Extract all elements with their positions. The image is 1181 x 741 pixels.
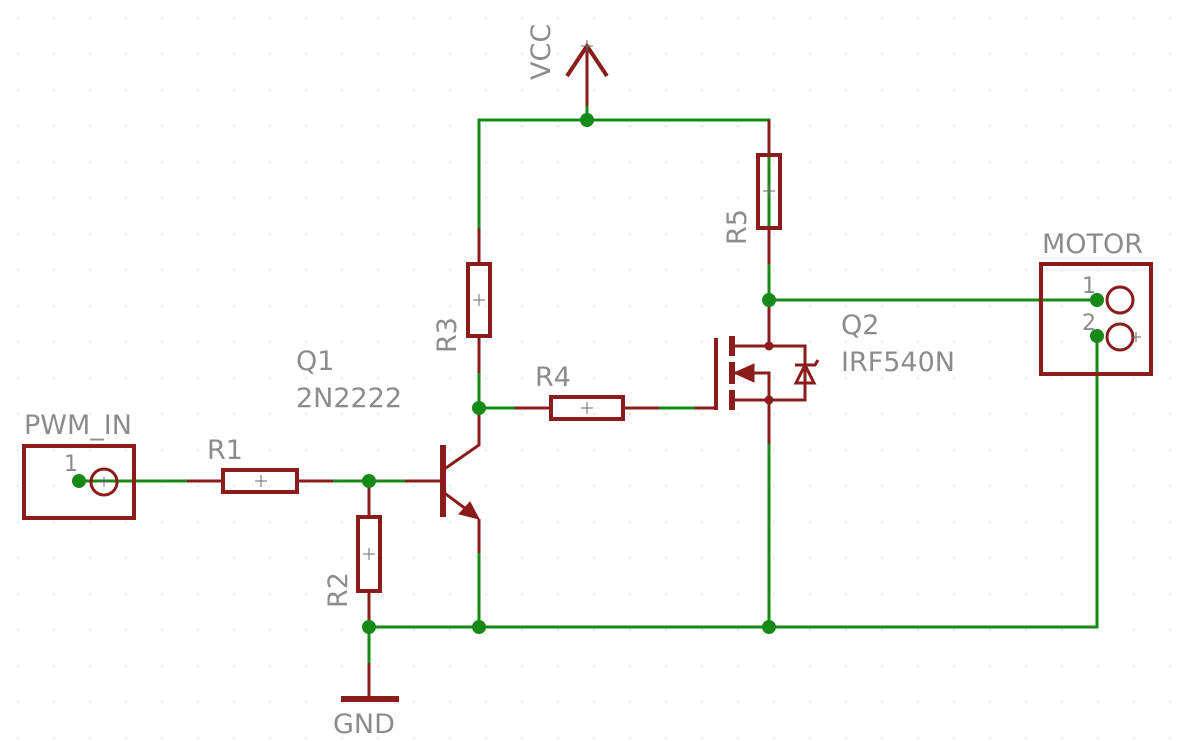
vcc-label: VCC [526,24,557,80]
junction-gnd-r2 [362,620,376,634]
junction-gnd-source [762,620,776,634]
q1-name-label: Q1 [296,346,334,377]
q2-name-label: Q2 [841,310,879,341]
junction-motor1 [1090,293,1104,307]
motor-pin2-label: 2 [1082,311,1096,336]
r4-label: R4 [535,362,571,393]
resistor-r5: R5 [722,120,782,264]
pwm-in-label: PWM_IN [24,410,132,441]
r1-label: R1 [207,435,243,466]
junction-collector [472,401,486,415]
motor-connector: MOTOR 1 2 [1039,229,1153,376]
r5-label: R5 [722,209,753,245]
gnd-supply: GND [333,663,399,740]
junction-pwm [72,474,86,488]
r3-label: R3 [432,317,463,353]
q1-value-label: 2N2222 [296,383,402,414]
resistor-r1: R1 [187,435,333,494]
vcc-supply: VCC [526,24,609,106]
r2-label: R2 [323,572,354,608]
motor-pin1-label: 1 [1082,274,1096,299]
pwm-in-connector: PWM_IN 1 [22,410,136,520]
motor-label: MOTOR [1042,229,1143,260]
gnd-label: GND [333,709,395,740]
q2-value-label: IRF540N [841,347,955,378]
junction-base [362,474,376,488]
pwm-in-pin1-label: 1 [64,452,78,477]
nets [77,104,1099,665]
transistor-q1: Q1 2N2222 [296,346,481,553]
junctions [72,113,1104,634]
junction-gnd-emitter [472,620,486,634]
transistor-q2: Q2 IRF540N [695,300,955,444]
resistor-r3: R3 [432,228,492,373]
junction-vcc [580,113,594,127]
junction-motor2 [1090,329,1104,343]
junction-drain [762,293,776,307]
resistor-r4: R4 [515,362,659,421]
